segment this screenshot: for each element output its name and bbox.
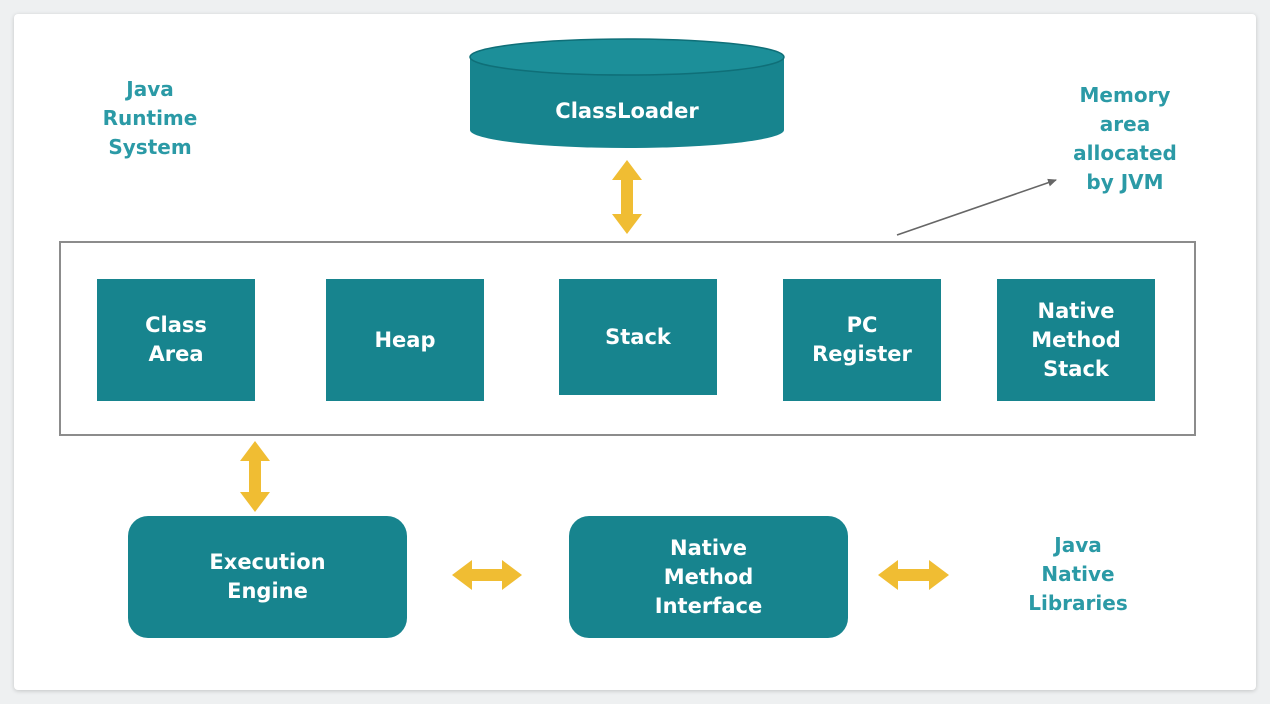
memory-pointer-arrow <box>896 178 1057 236</box>
cylinder-top <box>469 38 785 76</box>
arrow-classloader-runtime <box>612 160 642 234</box>
caption-memory-area: Memory area allocated by JVM <box>1073 83 1177 194</box>
classloader-label: ClassLoader <box>555 99 699 123</box>
classloader-cylinder <box>469 38 785 148</box>
memory-block-heap: Heap <box>326 279 484 401</box>
memory-block-class-area: Class Area <box>97 279 255 401</box>
caption-runtime-system: Java Runtime System <box>102 77 198 159</box>
native-method-interface-block: Native Method Interface <box>569 516 848 638</box>
caption-native-libraries: Java Native Libraries <box>1028 533 1128 615</box>
memory-block-pc-register: PC Register <box>783 279 941 401</box>
arrow-interface-libraries <box>878 560 949 590</box>
memory-block-native-method-stack: Native Method Stack <box>997 279 1155 401</box>
execution-engine-block: Execution Engine <box>128 516 407 638</box>
cylinder-body <box>470 57 784 148</box>
runtime-data-area-frame <box>59 241 1196 436</box>
arrow-engine-interface <box>452 560 522 590</box>
arrow-runtime-engine <box>240 441 270 512</box>
memory-block-stack: Stack <box>559 279 717 395</box>
